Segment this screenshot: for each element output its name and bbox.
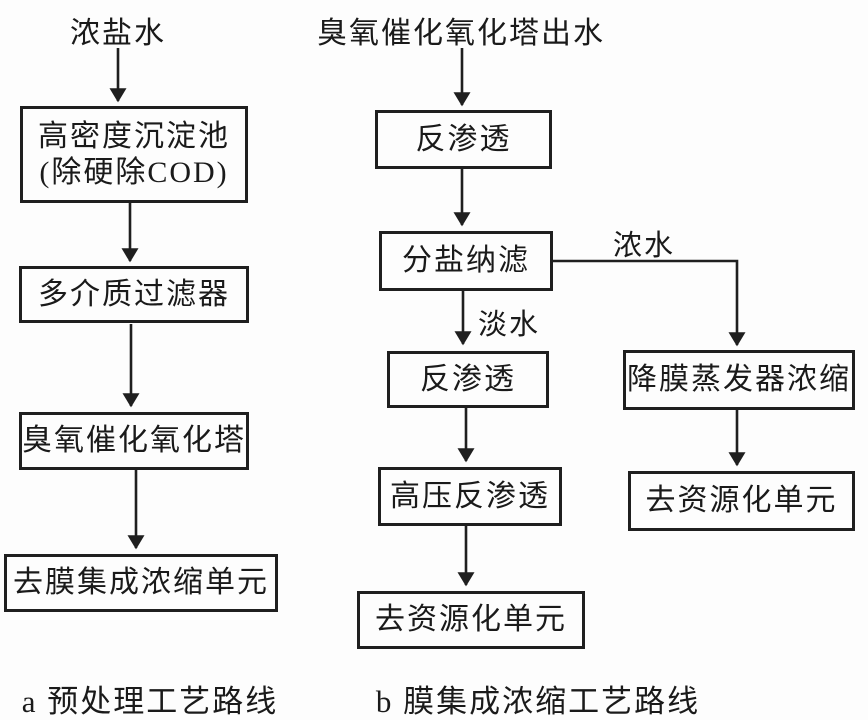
caption-diagram-b: b 膜集成浓缩工艺路线 xyxy=(375,684,701,719)
box-b-resource-unit-label: 去资源化单元 xyxy=(375,603,567,636)
box-a-filter-label: 多介质过滤器 xyxy=(38,277,230,311)
label-b-concentrate-water: 浓水 xyxy=(613,230,676,262)
box-a-ozone-oxidation-tower: 臭氧催化氧化塔 xyxy=(19,412,249,470)
box-a-ozone-label: 臭氧催化氧化塔 xyxy=(22,424,246,457)
box-a-multimedia-filter: 多介质过滤器 xyxy=(19,266,249,323)
box-b-ro2-label: 反渗透 xyxy=(420,362,516,396)
box-b-falling-film-evaporator: 降膜蒸发器浓缩 xyxy=(623,350,855,410)
box-a-sedimentation-line1: 高密度沉淀池 xyxy=(38,119,230,153)
box-b-to-resource-unit-branch: 去资源化单元 xyxy=(628,471,855,531)
box-b-high-pressure-reverse-osmosis: 高压反渗透 xyxy=(378,467,562,526)
label-b-source-ozone-effluent: 臭氧催化氧化塔出水 xyxy=(317,17,605,50)
caption-diagram-a: a 预处理工艺路线 xyxy=(21,684,279,719)
box-b-ro1-label: 反渗透 xyxy=(415,122,512,156)
arrow-b-nanofiltration-to-evaporator-concentrate xyxy=(553,259,746,347)
box-a-membrane-unit-label: 去膜集成浓缩单元 xyxy=(13,566,269,599)
box-b-salt-separation-nanofiltration: 分盐纳滤 xyxy=(379,231,553,291)
box-a-to-membrane-concentration-unit: 去膜集成浓缩单元 xyxy=(4,554,278,612)
box-b-to-resource-unit-main: 去资源化单元 xyxy=(357,591,585,649)
box-a-sedimentation-line2: (除硬除COD) xyxy=(39,155,229,189)
label-a-source-brine: 浓盐水 xyxy=(70,17,166,50)
box-a-high-density-sedimentation: 高密度沉淀池 (除硬除COD) xyxy=(20,106,248,203)
box-b-branch-resource-unit-label: 去资源化单元 xyxy=(645,484,838,517)
box-b-reverse-osmosis-2: 反渗透 xyxy=(387,351,549,408)
box-b-hpro-label: 高压反渗透 xyxy=(390,479,550,513)
box-b-evaporator-label: 降膜蒸发器浓缩 xyxy=(627,363,851,396)
label-b-permeate-freshwater: 淡水 xyxy=(478,309,541,341)
box-b-nanofiltration-label: 分盐纳滤 xyxy=(402,244,530,277)
box-b-reverse-osmosis-1: 反渗透 xyxy=(375,110,552,169)
